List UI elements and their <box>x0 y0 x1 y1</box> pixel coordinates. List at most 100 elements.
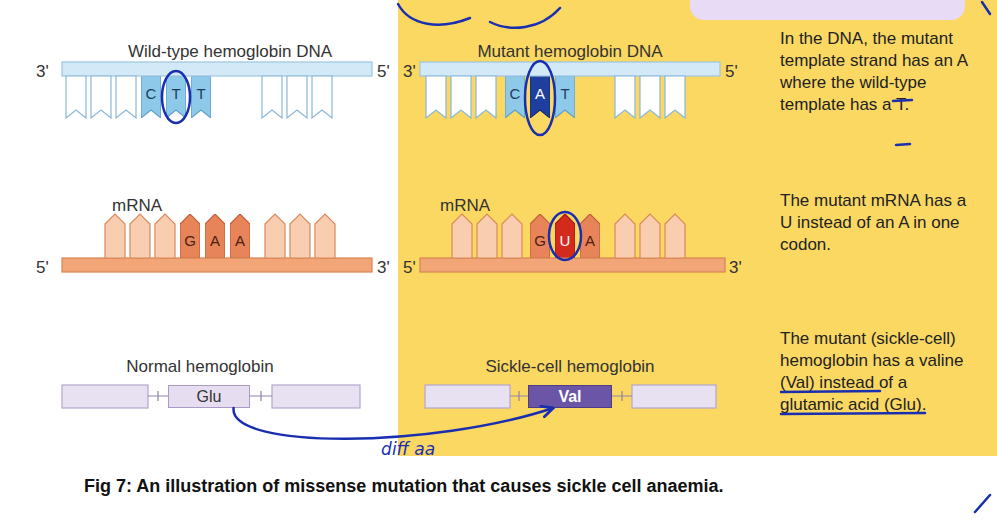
mrna-tooth <box>452 214 472 258</box>
handwritten-circle <box>549 212 581 260</box>
amino-acid-box <box>62 385 148 408</box>
mrna-tooth <box>105 214 125 258</box>
mrna-base: A <box>205 214 225 258</box>
strand-label: mRNA <box>440 196 490 216</box>
strand-end: 5' <box>377 62 390 82</box>
mutant-mrna-base: U <box>555 214 575 258</box>
mrna-base: G <box>180 214 200 258</box>
dna-tooth <box>262 76 282 118</box>
handwritten-circle <box>525 61 555 135</box>
base-letter: C <box>141 76 161 112</box>
base-outline <box>555 214 575 258</box>
base-letter: C <box>505 76 525 112</box>
strand-end: 3' <box>729 258 742 278</box>
base-letter: U <box>555 223 575 258</box>
mrna-backbone <box>62 258 372 272</box>
dna-base: C <box>141 76 161 118</box>
dna-tooth <box>640 76 660 118</box>
handwriting-stroke <box>490 8 560 28</box>
explanation-text: The mutant mRNA has a U instead of an A … <box>780 190 972 256</box>
amino-acid-box <box>632 385 716 408</box>
mrna-tooth <box>315 214 335 258</box>
mutant-amino-acid-box: Val <box>528 385 612 408</box>
handwriting-stroke <box>982 2 990 14</box>
dna-base: T <box>555 76 575 118</box>
dna-tooth <box>426 76 446 118</box>
dna-tooth <box>451 76 471 118</box>
base-outline <box>205 214 225 258</box>
base-letter: A <box>530 76 550 112</box>
base-outline <box>230 214 250 258</box>
mrna-tooth <box>615 214 635 258</box>
figure-caption: Fig 7: An illustration of missense mutat… <box>84 476 724 497</box>
strand-end: 5' <box>403 258 416 278</box>
dna-backbone <box>420 62 720 76</box>
dna-base: T <box>166 76 186 118</box>
base-letter: A <box>580 223 600 258</box>
dna-base: C <box>505 76 525 118</box>
mrna-tooth <box>265 214 285 258</box>
mutant-dna-base: A <box>530 76 550 118</box>
handwritten-note: diff aa <box>381 439 435 459</box>
strand-end: 3' <box>36 62 49 82</box>
dna-tooth <box>91 76 111 118</box>
highlight-box <box>690 0 965 20</box>
base-outline <box>530 214 550 258</box>
dna-tooth <box>287 76 307 118</box>
dna-tooth <box>66 76 86 118</box>
mrna-tooth <box>502 214 522 258</box>
amino-acid-name: Glu <box>169 386 249 407</box>
base-letter: A <box>205 223 225 258</box>
strand-end: 5' <box>725 62 738 82</box>
dna-tooth <box>476 76 496 118</box>
handwritten-underline <box>781 413 925 414</box>
amino-acid-box: Glu <box>168 385 250 408</box>
dna-backbone <box>62 62 372 76</box>
panel-title: Wild-type hemoglobin DNA <box>128 42 332 62</box>
base-outline <box>166 76 186 118</box>
mrna-tooth <box>130 214 150 258</box>
strand-end: 3' <box>403 62 416 82</box>
handwriting-stroke <box>398 4 470 25</box>
strand-label: mRNA <box>112 196 162 216</box>
base-outline <box>505 76 525 118</box>
mrna-tooth <box>155 214 175 258</box>
dna-tooth <box>312 76 332 118</box>
dna-base: T <box>191 76 211 118</box>
mrna-base: A <box>580 214 600 258</box>
mrna-tooth <box>640 214 660 258</box>
mrna-backbone <box>420 258 725 272</box>
strand-end: 3' <box>377 258 390 278</box>
dna-tooth <box>665 76 685 118</box>
mrna-tooth <box>290 214 310 258</box>
panel-title: Sickle-cell hemoglobin <box>485 357 654 377</box>
base-letter: A <box>230 223 250 258</box>
panel-title: Mutant hemoglobin DNA <box>477 42 662 62</box>
base-letter: G <box>180 223 200 258</box>
peptide-bond <box>148 391 272 401</box>
handwriting-stroke <box>975 495 990 512</box>
base-letter: T <box>166 76 186 112</box>
handwritten-underline <box>896 144 910 145</box>
mrna-base: G <box>530 214 550 258</box>
base-outline <box>191 76 211 118</box>
peptide-bond <box>510 391 632 401</box>
mrna-tooth <box>477 214 497 258</box>
amino-acid-box <box>425 385 510 408</box>
handwritten-underline <box>893 100 912 101</box>
base-letter: T <box>555 76 575 112</box>
base-outline <box>530 76 550 118</box>
dna-tooth <box>116 76 136 118</box>
mrna-tooth <box>665 214 685 258</box>
base-letter: G <box>530 223 550 258</box>
mrna-base: A <box>230 214 250 258</box>
base-outline <box>180 214 200 258</box>
explanation-text: In the DNA, the mutant template strand h… <box>780 28 972 116</box>
handwritten-arrow <box>234 408 554 439</box>
handwritten-underline <box>781 391 880 392</box>
base-letter: T <box>191 76 211 112</box>
dna-tooth <box>615 76 635 118</box>
amino-acid-box <box>272 385 360 408</box>
base-outline <box>141 76 161 118</box>
